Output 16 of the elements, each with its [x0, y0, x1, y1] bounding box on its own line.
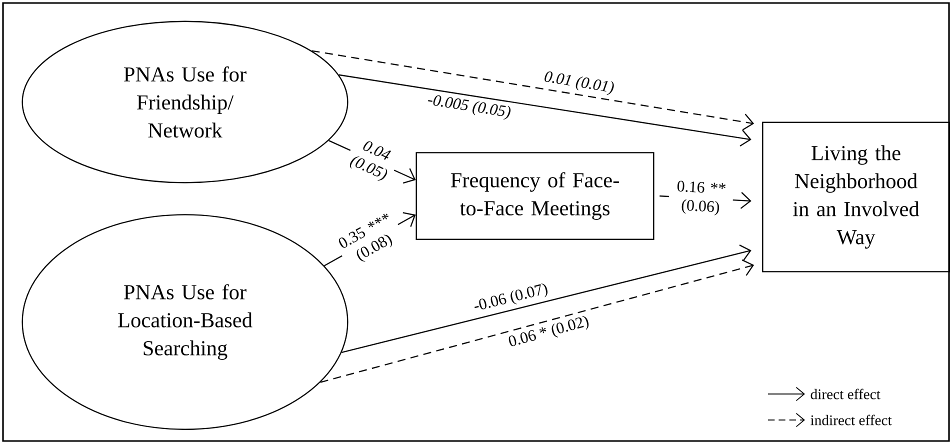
legend-text: direct effect	[810, 388, 880, 400]
edge-label: 0.35 *** (0.08)	[333, 209, 407, 272]
oval: PNAs Use for Friendship/ Network	[22, 20, 348, 184]
arrow	[320, 259, 754, 383]
edge-label: 0.04 (0.05)	[343, 134, 402, 186]
variable-box: Frequency of Face-to-Face Meetings	[416, 152, 654, 240]
arrow	[341, 244, 752, 354]
edge-label: 0.01 (0.01)	[544, 72, 614, 96]
edge-label: -0.06 (0.07)	[474, 283, 548, 310]
arrow	[338, 74, 752, 146]
variable-box: Living the Neighborhood in an Involved Way	[762, 122, 950, 272]
arrow	[312, 50, 754, 130]
edge-label: -0.005 (0.05)	[428, 95, 511, 120]
edge-label: 0.06 * (0.02)	[508, 316, 589, 346]
edge-label: 0.16 ** (0.06)	[668, 178, 734, 218]
legend-text: indirect effect	[810, 414, 892, 426]
